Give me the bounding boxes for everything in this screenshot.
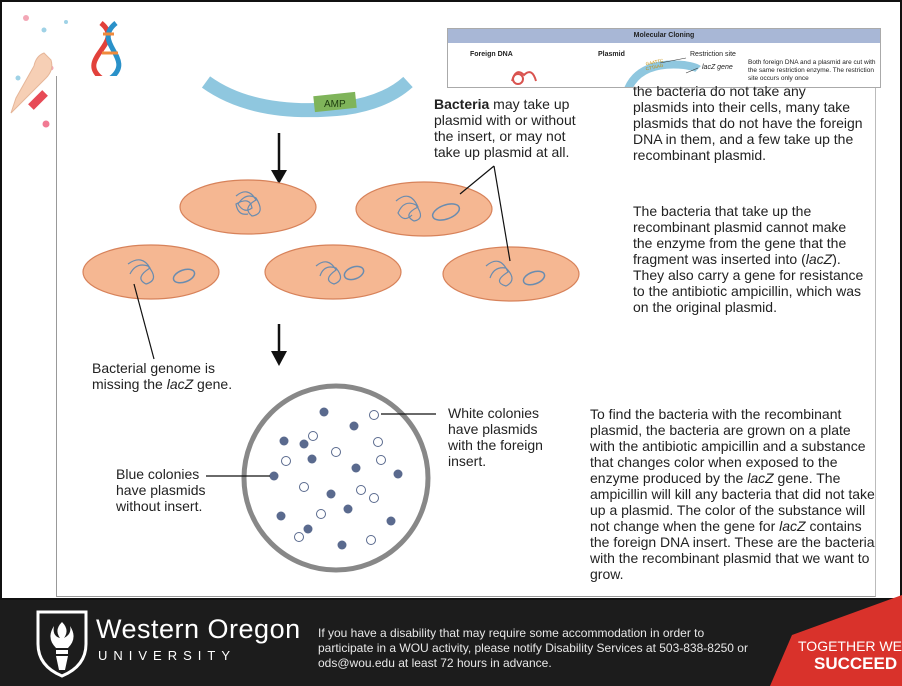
bacteria-callout: Bacteria may take up plasmid with or wit… — [434, 96, 584, 160]
amp-label: AMP — [324, 99, 346, 110]
accessibility-notice: If you have a disability that may requir… — [318, 626, 758, 671]
paragraph-recombinant: The bacteria that take up the recombinan… — [633, 203, 868, 315]
slogan-top: TOGETHER WE — [798, 638, 902, 654]
slogan-badge: TOGETHER WE SUCCEED — [770, 595, 902, 686]
blue-colonies-label: Blue colonies have plasmids without inse… — [116, 466, 228, 514]
genome-label: Bacterial genome is missing the lacZ gen… — [92, 360, 262, 392]
paragraph-selection: To find the bacteria with the recombinan… — [590, 406, 875, 582]
university-sub: UNIVERSITY — [98, 648, 236, 663]
slogan-bottom: SUCCEED — [814, 654, 897, 673]
bacterium-cell — [83, 245, 219, 299]
paragraph-uptake: the bacteria do not take any plasmids in… — [633, 83, 863, 163]
bacterium-cell — [356, 182, 492, 236]
white-colonies-label: White colonies have plasmids with the fo… — [448, 405, 558, 469]
university-name: Western Oregon — [96, 614, 301, 645]
wou-torch-logo — [34, 608, 90, 678]
